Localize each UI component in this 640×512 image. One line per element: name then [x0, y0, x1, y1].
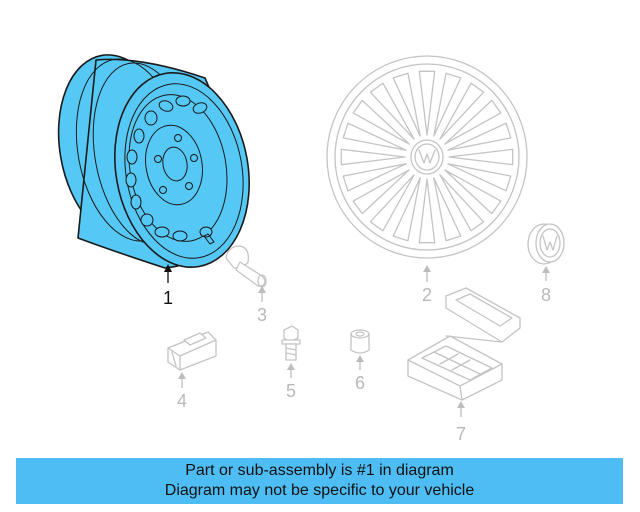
- part-1-arrow: [164, 264, 172, 272]
- part-4-tpms-sensor[interactable]: [167, 331, 217, 371]
- wheel-cover-spoke: [447, 122, 512, 151]
- wheel-cover-spoke: [342, 163, 407, 192]
- wheel-bolt-holes: [154, 134, 198, 194]
- banner-line-2: Diagram may not be specific to your vehi…: [164, 482, 475, 499]
- part-3-label[interactable]: 3: [257, 305, 267, 325]
- wheel-cover-spoke: [340, 148, 406, 166]
- wheel-cover-spoke: [352, 99, 410, 145]
- part-6-bolt-cap[interactable]: [350, 329, 370, 354]
- part-4-arrow: [178, 372, 186, 379]
- wheel-cover-spoke: [433, 72, 462, 137]
- part-1-wheel[interactable]: [45, 45, 264, 278]
- wheel-cover-spoke: [369, 174, 415, 232]
- part-5-label[interactable]: 5: [286, 381, 296, 401]
- wheel-cover-spoke: [342, 122, 407, 151]
- part-2-arrow: [423, 265, 431, 272]
- wheel-cover-spoke: [392, 72, 421, 137]
- wheel-cover-spoke: [439, 82, 485, 140]
- part-6-arrow: [356, 355, 364, 362]
- part-2-wheel-cover[interactable]: [326, 55, 528, 259]
- wheel-cover-spoke: [439, 174, 485, 232]
- wheel-cover-spoke: [433, 177, 462, 242]
- part-8-arrow: [542, 266, 550, 273]
- part-5-lug-bolt[interactable]: [281, 325, 301, 361]
- wheel-cover-spoke: [447, 163, 512, 192]
- part-7-tool-kit[interactable]: [407, 287, 521, 401]
- wheel-cover-spoke: [444, 99, 502, 145]
- wheel-cover-spoke: [448, 148, 514, 166]
- wheel-cover-spoke: [352, 169, 410, 215]
- wheel-cover-spoke: [418, 70, 436, 136]
- info-banner: Part or sub-assembly is #1 in diagram Di…: [16, 458, 623, 504]
- wheel-cover-spoke: [418, 178, 436, 244]
- part-1-label[interactable]: 1: [163, 288, 173, 308]
- part-8-label[interactable]: 8: [541, 285, 551, 305]
- part-3-valve-stem[interactable]: [225, 245, 267, 288]
- part-7-arrow: [457, 401, 465, 408]
- part-6-label[interactable]: 6: [355, 373, 365, 393]
- part-3-arrow: [258, 286, 266, 293]
- part-7-label[interactable]: 7: [456, 424, 466, 444]
- wheel-vent-holes: [125, 95, 213, 242]
- part-5-arrow: [287, 363, 295, 370]
- part-8-center-cap[interactable]: [527, 223, 565, 265]
- wheel-cover-spoke: [444, 169, 502, 215]
- wheel-cover-spoke: [392, 177, 421, 242]
- part-2-label[interactable]: 2: [422, 285, 432, 305]
- part-4-label[interactable]: 4: [177, 391, 187, 411]
- banner-line-1: Part or sub-assembly is #1 in diagram: [185, 462, 454, 479]
- wheel-cover-spoke: [369, 82, 415, 140]
